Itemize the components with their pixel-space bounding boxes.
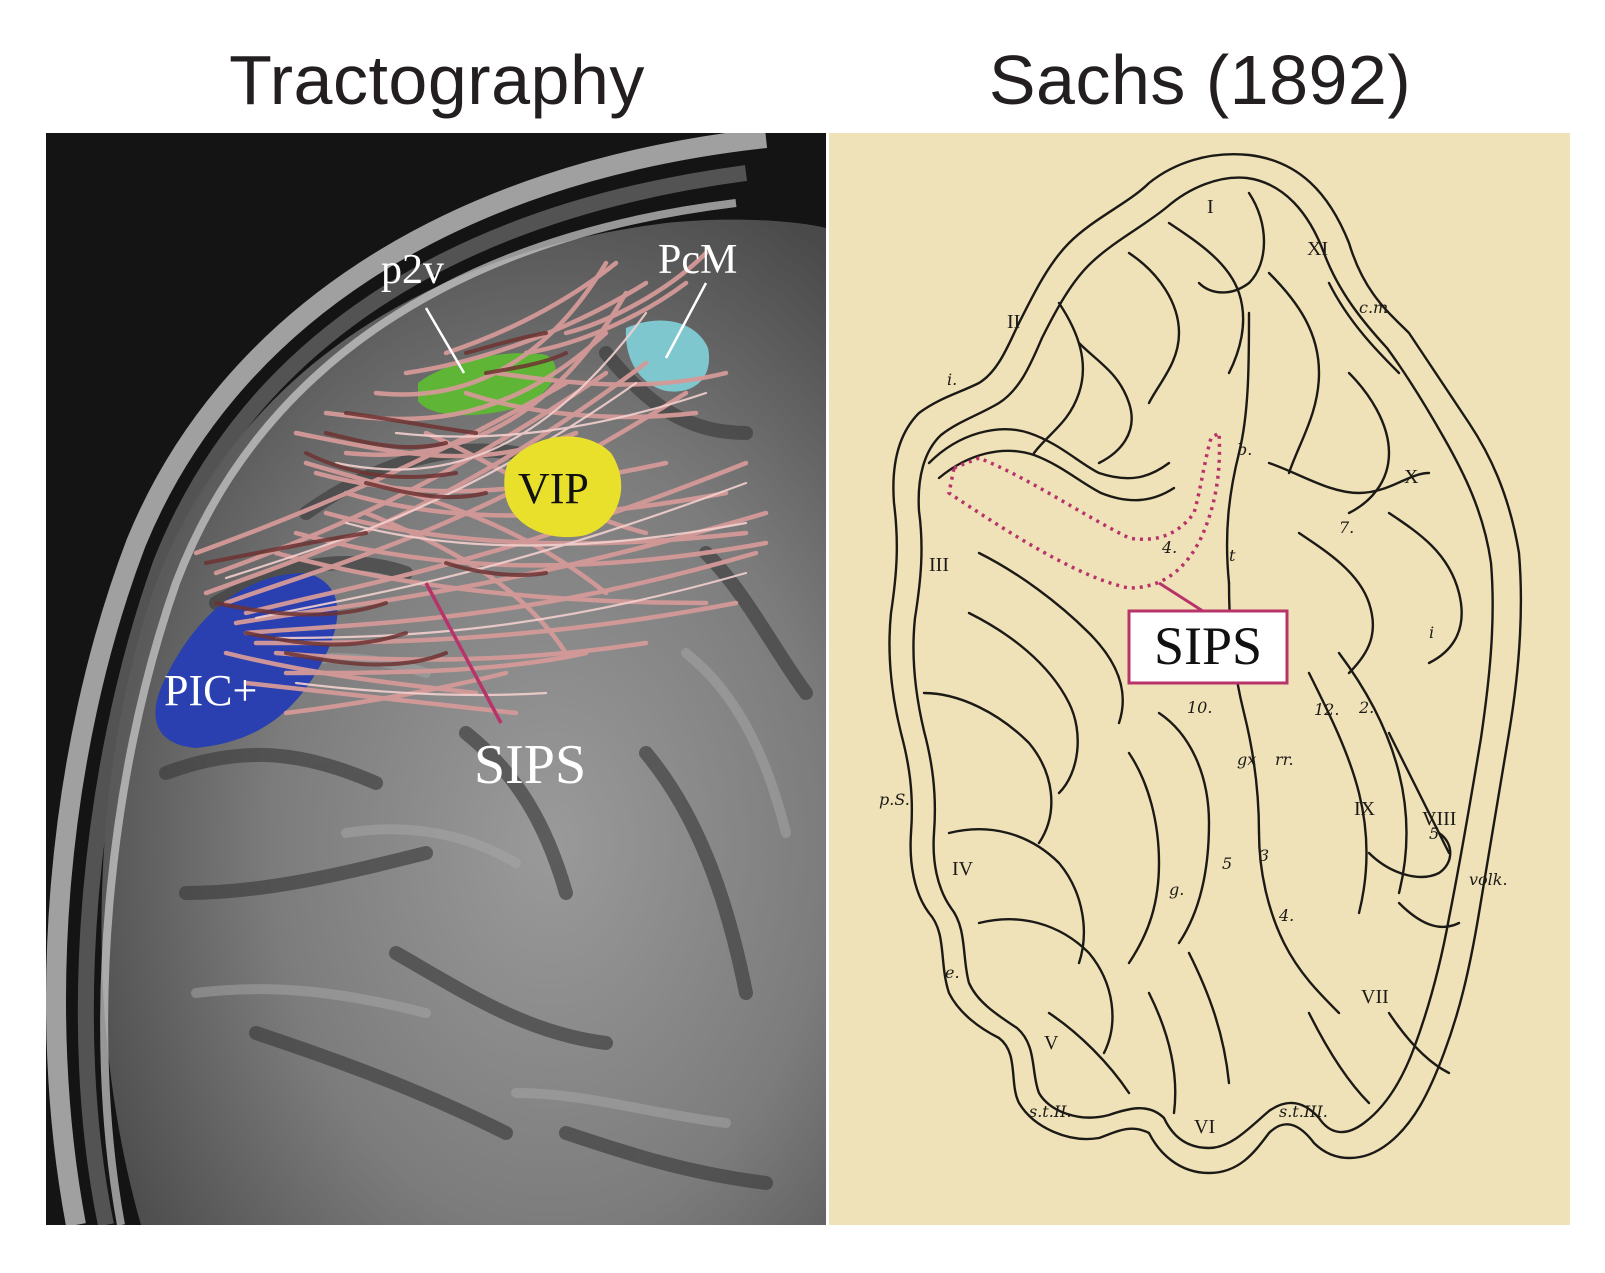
sips-label-box [1127,609,1289,685]
annot-fifty: 5 [1429,824,1439,843]
roman-labels: I II III IV V VI VII VIII IX X XI [929,196,1456,1138]
annot-st2: s.t.II. [1029,1102,1072,1121]
tractography-title: Tractography [229,41,645,119]
annot-seven: 7. [1339,518,1354,537]
vip-region [504,436,622,538]
roman-ix: IX [1354,798,1376,820]
roman-ii: II [1007,311,1020,333]
annot-st3: s.t.III. [1279,1102,1328,1121]
annot-five: 5 [1222,854,1232,873]
sachs-drawing: SIPS I II III IV V VI VII VIII IX X XI c… [829,133,1570,1225]
tractography-figure: p2v PcM VIP PIC+ SIPS [46,133,826,1225]
mri-sulci [159,346,813,1190]
vip-label: VIP [518,464,589,513]
mri-brain-tissue [101,219,826,1225]
annot-i-right: i [1429,623,1434,642]
roman-vi: VI [1194,1116,1215,1138]
annot-ps: p.S. [879,790,910,809]
annot-g: g. [1169,880,1184,899]
annot-b: b. [1237,440,1252,459]
annot-cm: c.m [1359,298,1388,317]
sips-label-left: SIPS [474,734,586,796]
roman-vii: VII [1361,986,1389,1008]
brain-outline [888,153,1523,1175]
annot-t: t [1229,546,1236,565]
annot-gx: gx [1237,750,1256,769]
pic-label: PIC+ [164,666,257,715]
mri-skull-outer [46,133,768,1225]
sips-pointer-line [424,582,503,724]
roman-i: I [1207,196,1214,218]
annot-ten: 10. [1187,698,1212,717]
roman-v: V [1044,1032,1059,1054]
annot-volk: volk. [1469,870,1508,889]
annot-two: 2. [1358,698,1374,717]
annot-four: 4. [1161,538,1177,557]
pcm-label: PcM [658,237,737,283]
annot-i-upper: i. [947,370,957,389]
fiber-bundle [193,250,769,716]
mri-skull-inner [77,165,748,1225]
annot-e: e. [945,963,960,982]
roman-x: X [1404,466,1419,488]
p2v-leader-line [424,307,466,374]
annot-twelve: 12. [1314,700,1339,719]
roman-xi: XI [1307,238,1328,260]
sips-dotted-outline [947,429,1222,590]
sips-label-right: SIPS [1154,616,1262,676]
tractography-image: p2v PcM VIP PIC+ SIPS [46,133,826,1225]
cortex-inner-line [912,176,1494,1150]
roman-viii: VIII [1422,808,1456,830]
roman-iv: IV [952,858,974,880]
handwritten-annotations: c.m i. b. 4. 7. t i 10. 12. 2. gx rr. p.… [879,298,1508,1121]
annot-four-lower: 4. [1278,906,1294,925]
p2v-label: p2v [381,247,444,293]
annot-three: 3 [1259,846,1269,865]
annot-rr: rr. [1275,750,1294,769]
sachs-title: Sachs (1892) [988,41,1412,119]
roman-iii: III [929,554,949,576]
pic-region [155,573,338,748]
sachs-figure: SIPS I II III IV V VI VII VIII IX X XI c… [829,133,1570,1225]
pcm-leader-line [664,282,708,359]
